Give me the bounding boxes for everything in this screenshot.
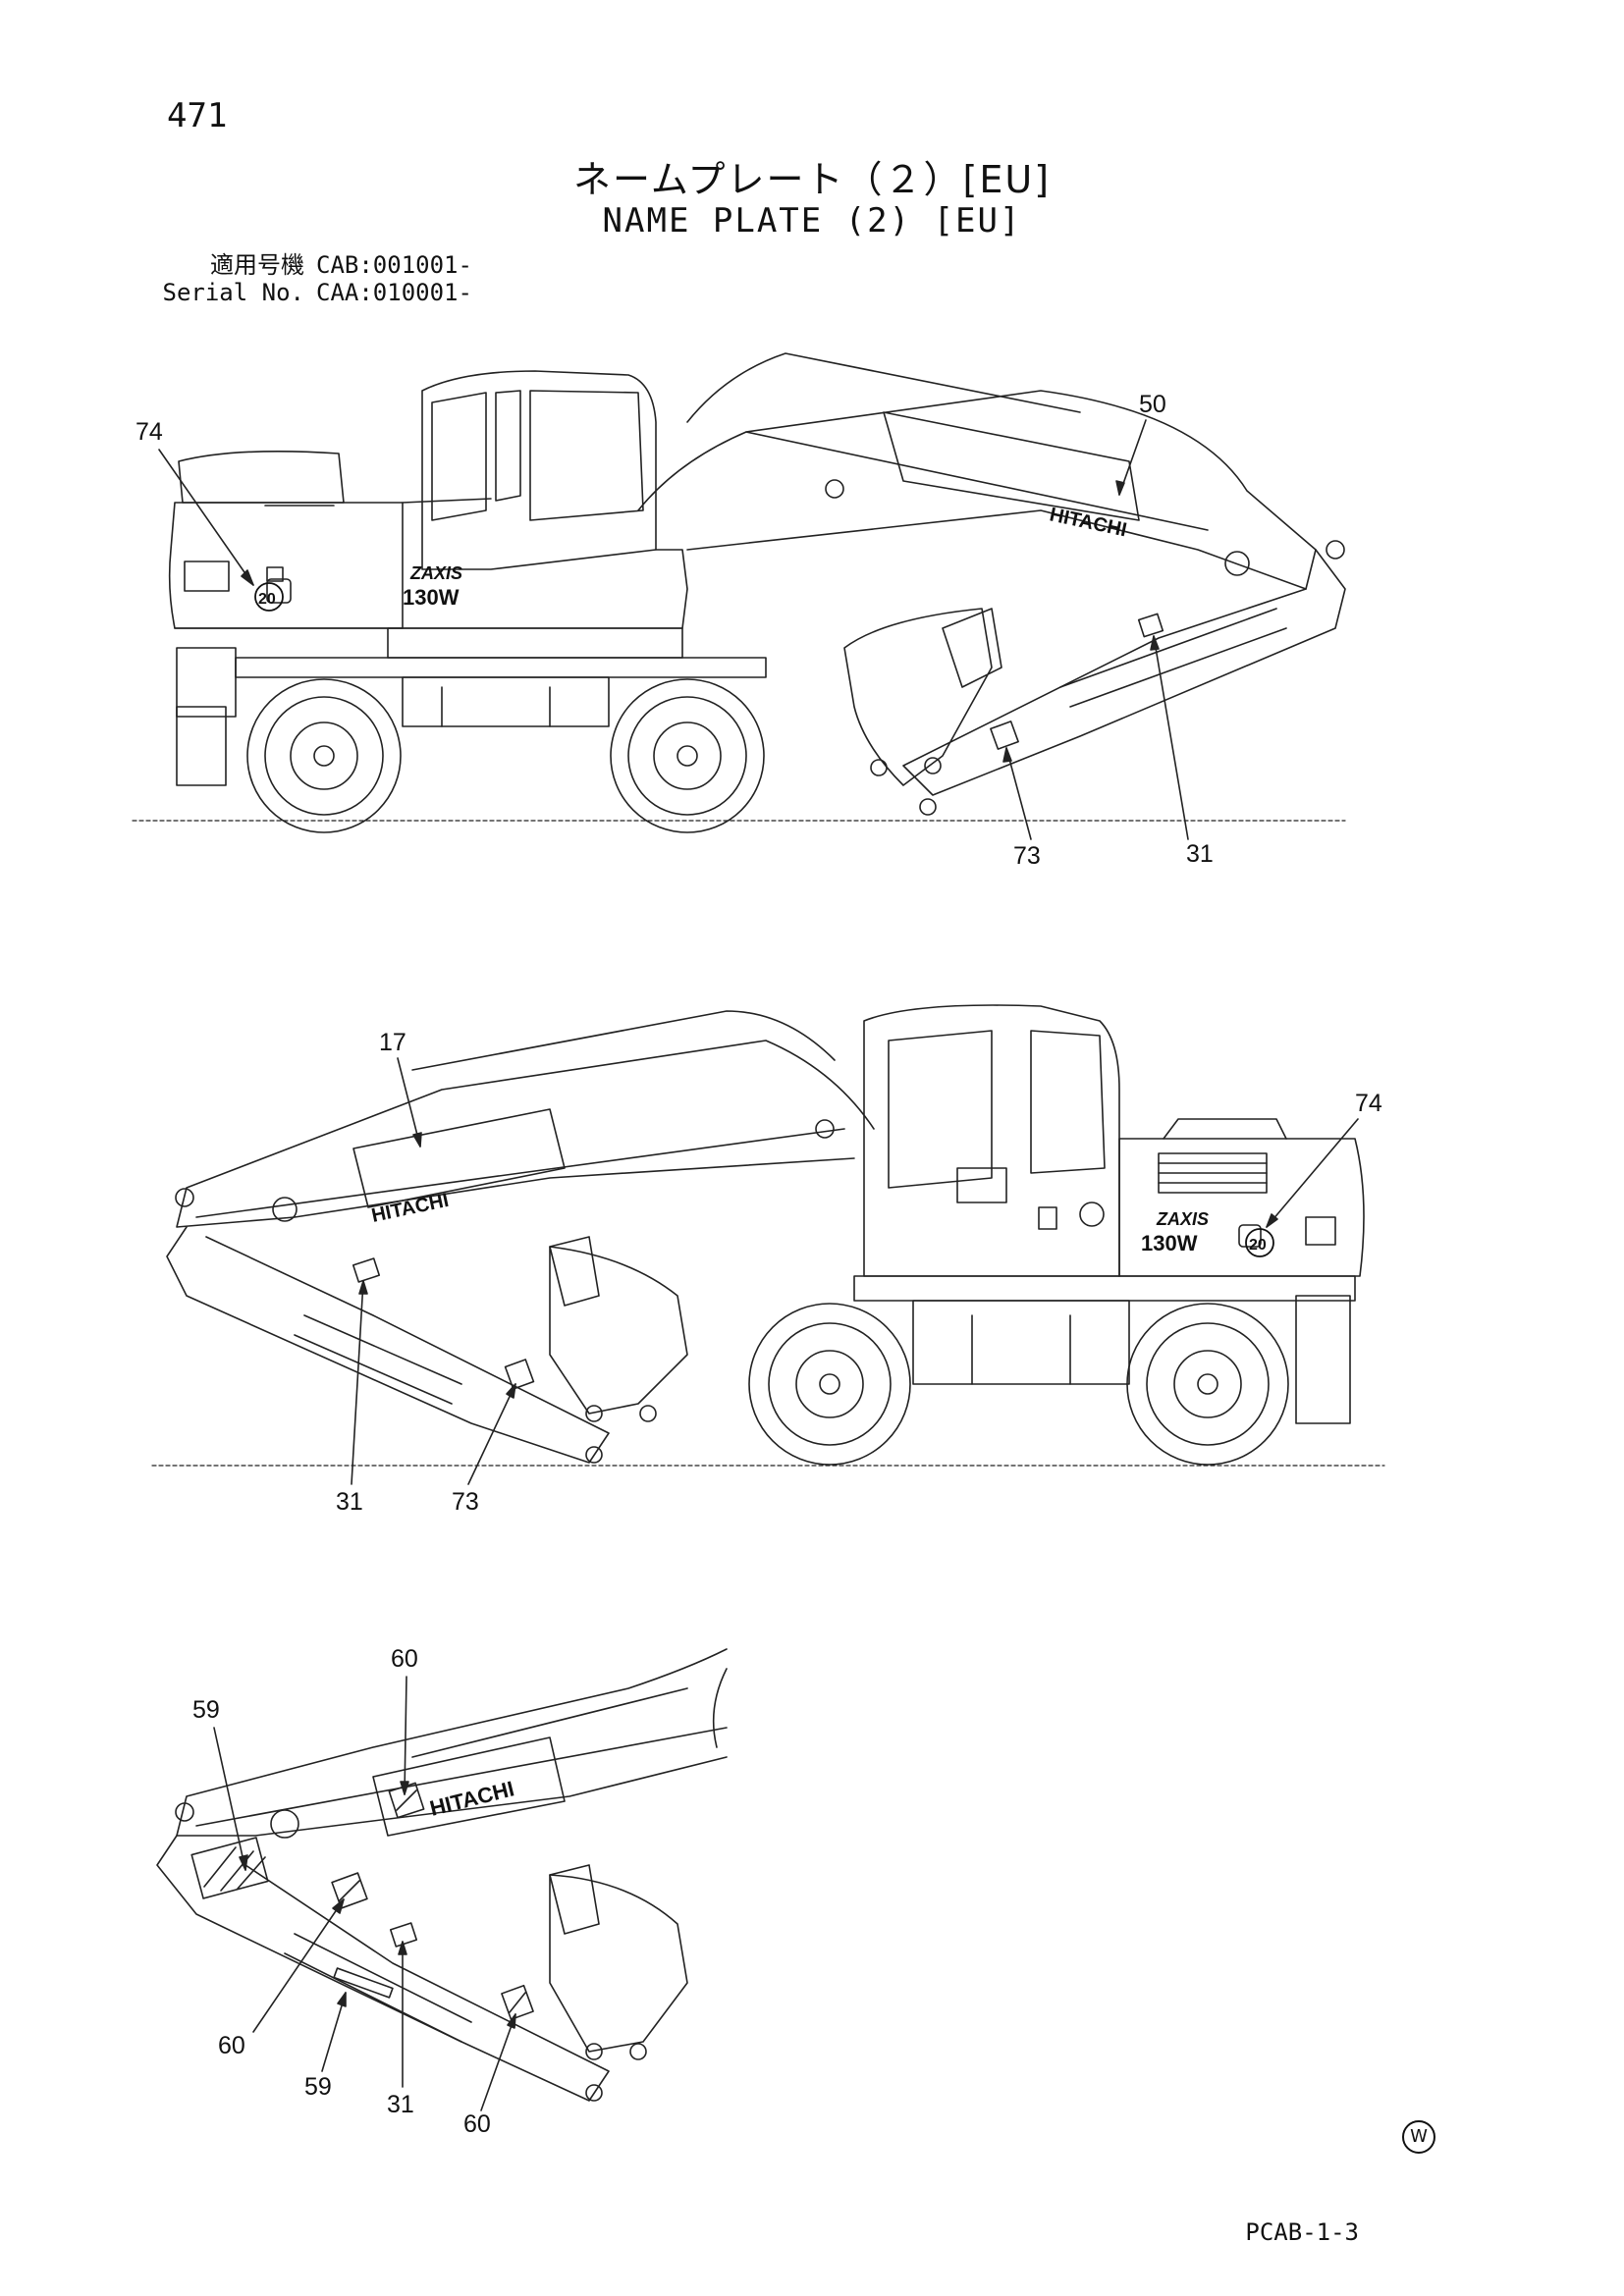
serial-row-english: Serial No. CAA:010001- [157, 279, 472, 306]
serial-row-japanese: 適用号機 CAB:001001- [157, 251, 472, 279]
callout-31-view3: 31 [387, 2091, 414, 2118]
serial-label-japanese: 適用号機 [210, 251, 304, 279]
callout-73-view2: 73 [452, 1488, 479, 1516]
excavator-boom-detail-view [156, 1648, 728, 2111]
serial-label-english: Serial No. [162, 279, 305, 306]
excavator-side-view-2 [151, 1004, 1385, 1485]
callout-73-view1: 73 [1013, 842, 1041, 870]
w-circle-mark: W [1402, 2120, 1435, 2154]
excavator-side-view-1 [132, 352, 1346, 840]
hitachi-logo-view1: HITACHI [1048, 504, 1128, 541]
callout-31-view2: 31 [336, 1488, 363, 1516]
page-number: 471 [167, 96, 228, 135]
callout-50-view1: 50 [1139, 391, 1166, 418]
callout-31-view1: 31 [1186, 840, 1214, 868]
callout-60-view3-top: 60 [391, 1645, 418, 1673]
hatched-decal-59 [190, 1837, 269, 1899]
page-code: PCAB-1-3 [1245, 2218, 1359, 2246]
speed-plate-view2: 20 [1249, 1237, 1267, 1254]
speed-plate-view1: 20 [258, 591, 276, 608]
callout-74-view2: 74 [1355, 1090, 1382, 1117]
model-logo-top-view2: ZAXIS [1156, 1209, 1209, 1229]
page-title-japanese: ネームプレート（２）[EU] [572, 158, 1052, 201]
callout-59-view3-bottom: 59 [304, 2073, 332, 2101]
callout-60-view3-bottom: 60 [463, 2110, 491, 2138]
model-logo-bottom-view2: 130W [1141, 1231, 1198, 1255]
hitachi-logo-view3: HITACHI [427, 1776, 516, 1820]
model-logo-bottom-view1: 130W [403, 585, 460, 610]
callout-60-view3-left: 60 [218, 2032, 245, 2059]
serial-number-block: 適用号機 CAB:001001- Serial No. CAA:010001- [157, 251, 472, 306]
callout-17-view2: 17 [379, 1029, 406, 1056]
serial-value-cab: CAB:001001- [316, 251, 472, 279]
page-title-english: NAME PLATE (2) [EU] [602, 201, 1022, 240]
callout-59-view3-top: 59 [192, 1696, 220, 1724]
model-logo-top-view1: ZAXIS [409, 563, 462, 583]
serial-value-caa: CAA:010001- [316, 279, 472, 306]
hitachi-logo-view2: HITACHI [369, 1190, 450, 1227]
callout-74-view1: 74 [135, 418, 163, 446]
